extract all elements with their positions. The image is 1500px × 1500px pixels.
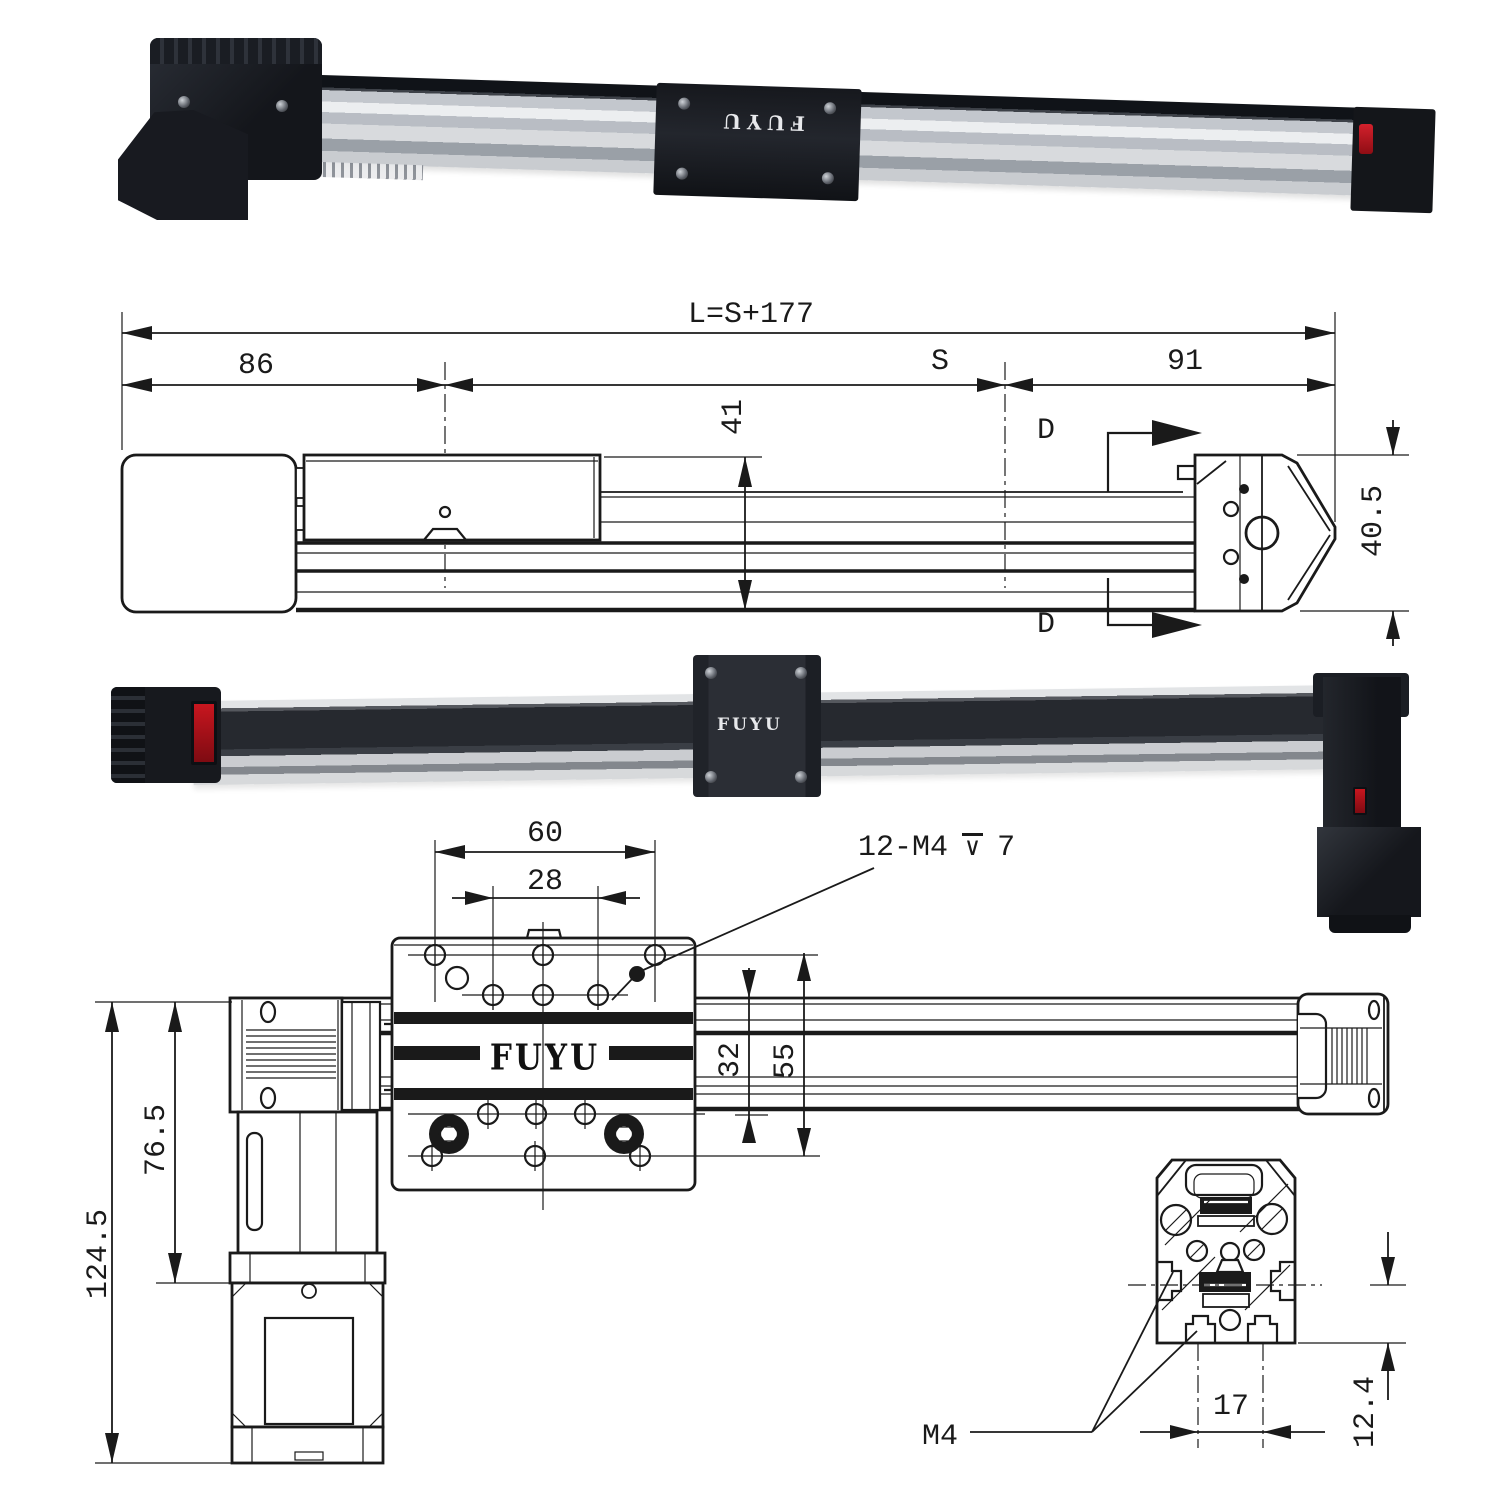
motor-screw bbox=[276, 100, 288, 112]
dim-total-length: L=S+177 bbox=[688, 298, 815, 332]
dim-slot-depth: 12.4 bbox=[1349, 1376, 1383, 1449]
stepper-motor bbox=[1317, 827, 1421, 917]
section-mark-bottom: D bbox=[1036, 608, 1055, 642]
thread-callout: 12-M4 ∨ 7 bbox=[858, 831, 1015, 865]
end-cap bbox=[1350, 106, 1436, 214]
dim-motor-length: 76.5 bbox=[140, 1104, 174, 1177]
motor-fins bbox=[150, 38, 322, 64]
thread-depth-value: 7 bbox=[997, 831, 1016, 865]
motor-top-view bbox=[228, 1110, 387, 1465]
dim-carriage-width: 55 bbox=[769, 1043, 803, 1080]
thread-callout-text: 12-M4 bbox=[858, 831, 949, 865]
carriage-brand-label: FUYU bbox=[717, 108, 806, 136]
motor-end-cap bbox=[228, 996, 428, 1114]
dim-overall-width: 124.5 bbox=[82, 1209, 116, 1300]
dim-rail-width: 32 bbox=[714, 1042, 748, 1079]
dim-end-side: 91 bbox=[1166, 345, 1203, 379]
side-view-drawing bbox=[120, 312, 1409, 646]
carriage-screw bbox=[795, 667, 807, 679]
idler-end-block bbox=[1176, 453, 1337, 613]
section-mark-top: D bbox=[1036, 414, 1055, 448]
carriage-screw bbox=[705, 771, 717, 783]
dim-stroke: S bbox=[930, 345, 949, 379]
carriage-screw bbox=[821, 172, 835, 185]
carriage-outline bbox=[302, 453, 602, 542]
product-photo-top: FUYU bbox=[110, 22, 1440, 227]
rail-profile-lines bbox=[296, 491, 1195, 613]
dim-body-height: 41 bbox=[717, 399, 751, 436]
motor-red-indicator bbox=[1353, 787, 1367, 815]
depth-symbol-icon: ∨ bbox=[962, 833, 984, 862]
end-cap-ribs bbox=[111, 687, 145, 783]
carriage-screw bbox=[677, 97, 691, 110]
dim-hole-span-outer: 60 bbox=[526, 817, 563, 851]
dim-slot-pitch: 17 bbox=[1212, 1390, 1249, 1424]
limit-switch-red bbox=[1359, 124, 1373, 154]
motor-bracket bbox=[118, 110, 248, 220]
idler-end-cap bbox=[1296, 992, 1390, 1116]
product-photo-middle: FUYU bbox=[105, 645, 1421, 945]
end-cap bbox=[111, 687, 221, 783]
carriage-brand-label: FUYU bbox=[717, 715, 783, 735]
section-view-drawing bbox=[970, 1158, 1406, 1448]
dim-end-plate-height: 40.5 bbox=[1357, 485, 1391, 558]
slider-carriage: FUYU bbox=[693, 655, 821, 797]
dim-motor-side: 86 bbox=[237, 349, 274, 383]
rail-brand-logo: FUYU bbox=[489, 1037, 601, 1079]
limit-switch-red bbox=[191, 701, 217, 765]
rail-lines bbox=[230, 996, 1386, 1112]
carriage-screw bbox=[705, 667, 717, 679]
carriage-screw bbox=[675, 167, 689, 180]
dim-hole-span-inner: 28 bbox=[526, 865, 563, 899]
carriage-screw bbox=[795, 771, 807, 783]
motor-end-plate bbox=[1329, 915, 1411, 933]
thread-label: M4 bbox=[921, 1420, 958, 1454]
slider-carriage: FUYU bbox=[653, 82, 862, 202]
motor-outline bbox=[120, 453, 298, 614]
motor-screw bbox=[178, 96, 190, 108]
carriage-screw bbox=[823, 102, 837, 115]
